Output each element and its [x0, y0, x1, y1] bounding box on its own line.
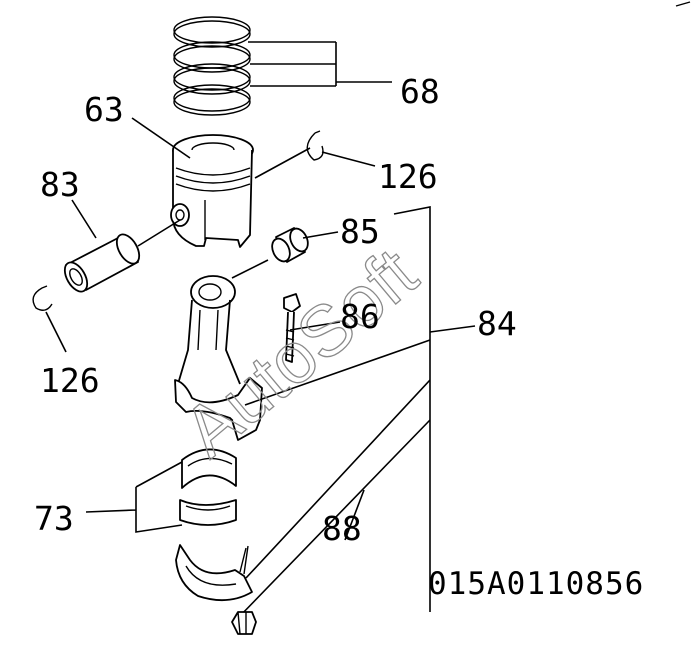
leader-63 [131, 117, 191, 159]
snap-ring-upper [306, 130, 324, 161]
leader-85-rod [231, 259, 269, 279]
label-68: 68 [400, 72, 440, 111]
bearing-upper [181, 448, 237, 489]
piston-rings [173, 16, 251, 116]
label-86: 86 [340, 297, 380, 336]
snap-ring-lower [32, 285, 53, 311]
rod-cap [175, 544, 253, 602]
leader-86 [289, 321, 341, 331]
part-code: 015A0110856 [428, 566, 644, 602]
connecting-rod [174, 275, 263, 441]
leader-68 [248, 41, 392, 87]
label-83: 83 [40, 165, 80, 204]
leader-73 [85, 461, 183, 533]
bearing-lower [179, 499, 237, 526]
label-126-lower: 126 [40, 361, 100, 400]
nut [231, 611, 257, 635]
piston-pin [63, 233, 141, 293]
piston [170, 134, 254, 248]
leader-84 [429, 325, 476, 333]
leader-88 [344, 489, 365, 541]
label-85: 85 [340, 212, 380, 251]
bolt [283, 293, 301, 363]
leader-83 [71, 199, 181, 247]
label-73: 73 [34, 499, 74, 538]
leader-85 [302, 231, 339, 239]
corner-mark [675, 1, 691, 7]
leader-126-lower [45, 311, 67, 353]
leader-126-upper [254, 147, 376, 179]
label-63: 63 [84, 90, 124, 129]
label-126-upper: 126 [378, 157, 438, 196]
label-84: 84 [477, 304, 517, 343]
label-88: 88 [322, 509, 362, 548]
bracket-84 [393, 206, 431, 612]
leader-84-rod [244, 339, 431, 406]
bushing [271, 227, 309, 263]
leader-88-lines [237, 379, 431, 619]
